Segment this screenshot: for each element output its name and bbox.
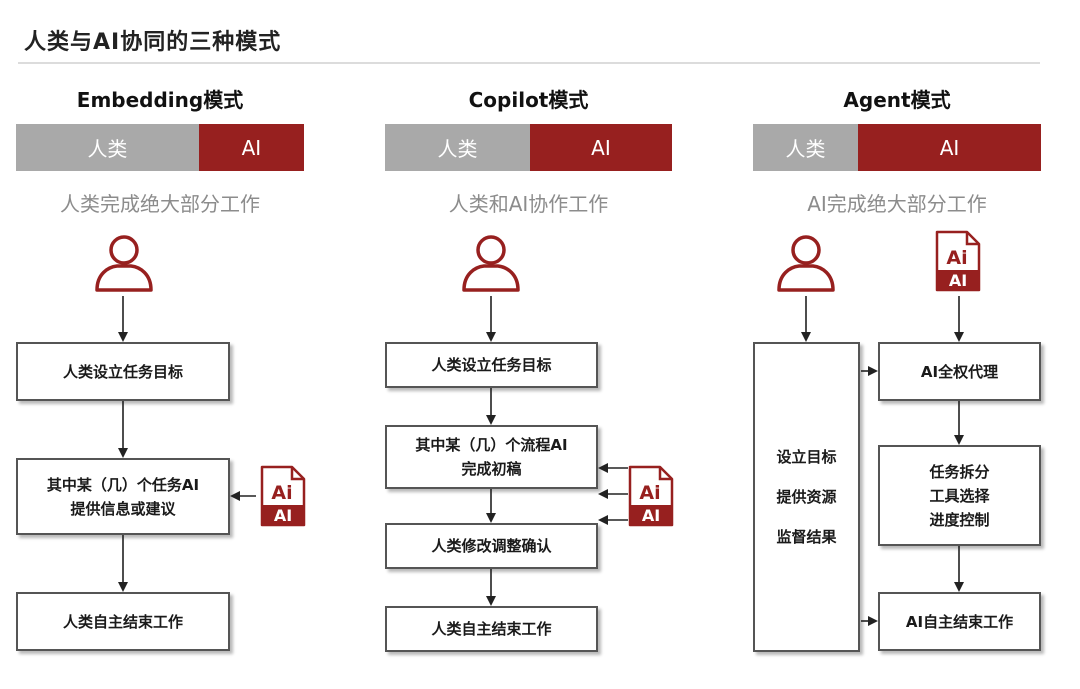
copilot-step-3: 人类修改调整确认 (385, 523, 598, 569)
embedding-step-2: 其中某（几）个任务AI 提供信息或建议 (16, 458, 230, 535)
embedding-step-2-line-1: 其中某（几）个任务AI (46, 475, 200, 494)
copilot-step-2-line-2: 完成初稿 (461, 460, 522, 478)
copilot-step-2-line-1: 其中某（几）个流程AI (415, 436, 568, 454)
agent-human-share: 人类 (753, 124, 859, 171)
person-outline-icon (95, 235, 153, 292)
agent-step-3-text: AI自主结束工作 (905, 612, 1014, 631)
agent-subtitle: AI完成绝大部分工作 (807, 192, 987, 216)
agent-human-role-box: 设立目标 提供资源 监督结果 (753, 342, 860, 652)
agent-step-2-line-1: 任务拆分 (929, 462, 990, 481)
ai-file-icon: Ai AI (935, 230, 981, 292)
ai-file-icon: Ai AI (628, 465, 674, 527)
copilot-share-bar: 人类 AI (385, 124, 672, 171)
copilot-subtitle: 人类和AI协作工作 (448, 192, 609, 216)
agent-human-line-2: 提供资源 (776, 488, 837, 506)
embedding-step-1-text: 人类设立任务目标 (62, 362, 183, 381)
embedding-share-bar: 人类 AI (16, 124, 304, 171)
embedding-step-1: 人类设立任务目标 (16, 342, 230, 401)
embedding-heading: Embedding模式 (76, 88, 244, 112)
agent-heading: Agent模式 (843, 88, 951, 112)
agent-step-2: 任务拆分 工具选择 进度控制 (878, 445, 1041, 546)
ai-file-icon-top: Ai (639, 482, 660, 504)
copilot-heading: Copilot模式 (468, 88, 589, 112)
ai-file-icon-top: Ai (946, 247, 967, 269)
embedding-ai-share: AI (198, 124, 304, 171)
copilot-step-1: 人类设立任务目标 (385, 342, 598, 388)
agent-step-3: AI自主结束工作 (878, 592, 1041, 651)
copilot-step-4-text: 人类自主结束工作 (431, 620, 552, 638)
agent-step-1: AI全权代理 (878, 342, 1041, 401)
title-divider (18, 62, 1040, 64)
page-title: 人类与AI协同的三种模式 (24, 30, 282, 55)
agent-ai-share: AI (858, 124, 1041, 171)
ai-file-icon-bottom: AI (642, 506, 660, 525)
copilot-step-4: 人类自主结束工作 (385, 606, 598, 652)
embedding-step-3-text: 人类自主结束工作 (62, 612, 183, 631)
embedding-step-3: 人类自主结束工作 (16, 592, 230, 651)
agent-step-2-line-2: 工具选择 (929, 486, 990, 505)
embedding-subtitle: 人类完成绝大部分工作 (60, 192, 260, 216)
copilot-human-share: 人类 (385, 124, 530, 171)
ai-file-icon-bottom: AI (949, 271, 967, 290)
agent-step-2-line-3: 进度控制 (929, 510, 990, 529)
agent-human-line-1: 设立目标 (776, 448, 837, 466)
person-outline-icon (462, 235, 520, 292)
agent-share-bar: 人类 AI (753, 124, 1041, 171)
ai-file-icon: Ai AI (260, 465, 306, 527)
copilot-step-3-text: 人类修改调整确认 (431, 537, 552, 555)
person-outline-icon (777, 235, 835, 292)
agent-human-line-3: 监督结果 (776, 528, 837, 546)
agent-step-1-text: AI全权代理 (920, 362, 999, 381)
copilot-ai-share: AI (529, 124, 672, 171)
copilot-step-1-text: 人类设立任务目标 (431, 356, 552, 374)
ai-file-icon-top: Ai (271, 482, 292, 504)
embedding-human-share: 人类 (16, 124, 199, 171)
copilot-step-2: 其中某（几）个流程AI 完成初稿 (385, 425, 598, 489)
ai-file-icon-bottom: AI (274, 506, 292, 525)
embedding-step-2-line-2: 提供信息或建议 (70, 499, 176, 518)
